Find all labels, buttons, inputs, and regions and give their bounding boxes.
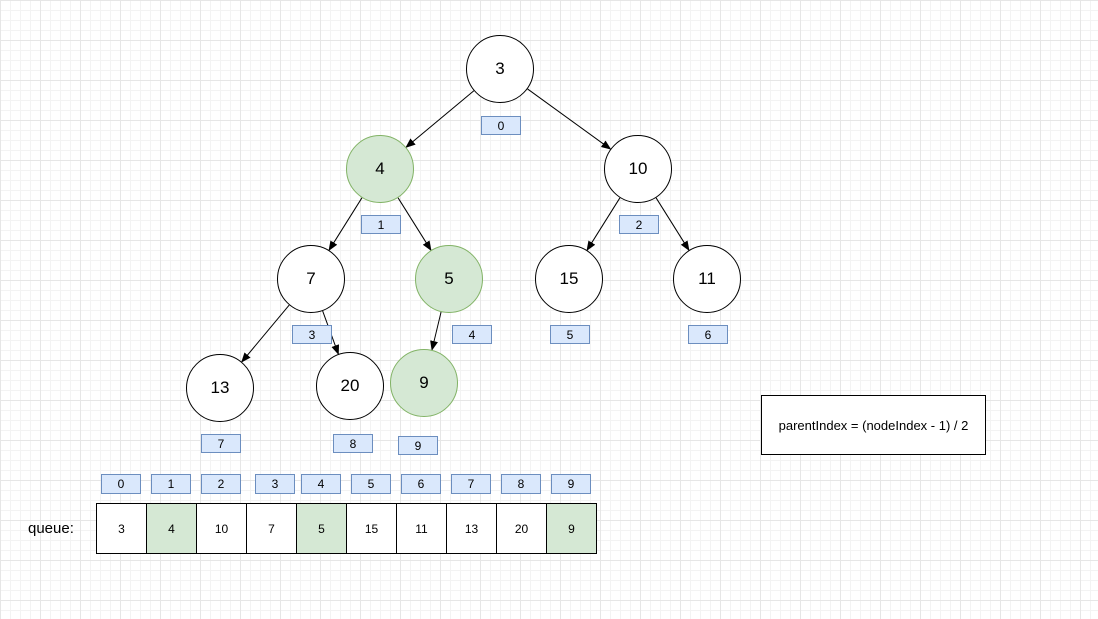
queue-cell[interactable]: 5 xyxy=(296,503,347,554)
tree-node[interactable]: 20 xyxy=(316,352,384,420)
formula-text: parentIndex = (nodeIndex - 1) / 2 xyxy=(778,417,969,433)
queue-index-label[interactable]: 2 xyxy=(201,474,241,494)
formula-box[interactable]: parentIndex = (nodeIndex - 1) / 2 xyxy=(761,395,986,455)
tree-node-value: 9 xyxy=(419,373,429,392)
tree-edge-arrow xyxy=(397,197,432,252)
queue-cell[interactable]: 7 xyxy=(246,503,297,554)
queue-cell[interactable]: 4 xyxy=(146,503,197,554)
tree-node[interactable]: 7 xyxy=(277,245,345,313)
queue-index-label[interactable]: 1 xyxy=(151,474,191,494)
tree-edge-arrow xyxy=(527,88,612,150)
tree-node-value: 4 xyxy=(375,159,385,178)
node-index-label[interactable]: 0 xyxy=(481,116,521,135)
queue-cell[interactable]: 20 xyxy=(496,503,547,554)
tree-node-value: 10 xyxy=(628,159,648,178)
queue-cell[interactable]: 15 xyxy=(346,503,397,554)
tree-edge-arrow xyxy=(328,197,363,252)
tree-node-value: 15 xyxy=(559,269,579,288)
node-index-label[interactable]: 8 xyxy=(333,434,373,453)
tree-node[interactable]: 9 xyxy=(390,349,458,417)
tree-node[interactable]: 11 xyxy=(673,245,741,313)
node-index-label[interactable]: 2 xyxy=(619,215,659,234)
tree-node-value: 13 xyxy=(210,378,230,397)
node-index-label[interactable]: 6 xyxy=(688,325,728,344)
queue-index-label[interactable]: 0 xyxy=(101,474,141,494)
tree-node[interactable]: 4 xyxy=(346,135,414,203)
tree-edge-arrow xyxy=(655,197,690,252)
queue-index-label[interactable]: 8 xyxy=(501,474,541,494)
tree-node[interactable]: 13 xyxy=(186,354,254,422)
queue-cell[interactable]: 9 xyxy=(546,503,597,554)
queue-cell[interactable]: 10 xyxy=(196,503,247,554)
node-index-label[interactable]: 4 xyxy=(452,325,492,344)
tree-node[interactable]: 5 xyxy=(415,245,483,313)
queue-index-label[interactable]: 7 xyxy=(451,474,491,494)
tree-node[interactable]: 10 xyxy=(604,135,672,203)
tree-node-value: 3 xyxy=(495,59,505,78)
node-index-label[interactable]: 9 xyxy=(398,436,438,455)
tree-node-value: 5 xyxy=(444,269,454,288)
node-index-label[interactable]: 1 xyxy=(361,215,401,234)
tree-node-value: 7 xyxy=(306,269,316,288)
tree-node-value: 11 xyxy=(698,269,716,288)
tree-node[interactable]: 3 xyxy=(466,35,534,103)
queue-label: queue: xyxy=(28,520,74,537)
queue-index-label[interactable]: 4 xyxy=(301,474,341,494)
node-index-label[interactable]: 5 xyxy=(550,325,590,344)
node-index-label[interactable]: 7 xyxy=(201,434,241,453)
queue-index-label[interactable]: 5 xyxy=(351,474,391,494)
tree-node-value: 20 xyxy=(340,376,360,395)
queue-cell[interactable]: 3 xyxy=(96,503,147,554)
tree-edge-arrow xyxy=(405,90,475,148)
tree-edge-arrow xyxy=(430,311,442,351)
queue-index-label[interactable]: 6 xyxy=(401,474,441,494)
queue-cell[interactable]: 13 xyxy=(446,503,497,554)
node-index-label[interactable]: 3 xyxy=(292,325,332,344)
tree-edge-arrow xyxy=(586,197,621,252)
tree-edge-arrow xyxy=(241,304,290,363)
tree-node[interactable]: 15 xyxy=(535,245,603,313)
queue-cell[interactable]: 11 xyxy=(396,503,447,554)
queue-index-label[interactable]: 9 xyxy=(551,474,591,494)
queue-index-label[interactable]: 3 xyxy=(255,474,295,494)
